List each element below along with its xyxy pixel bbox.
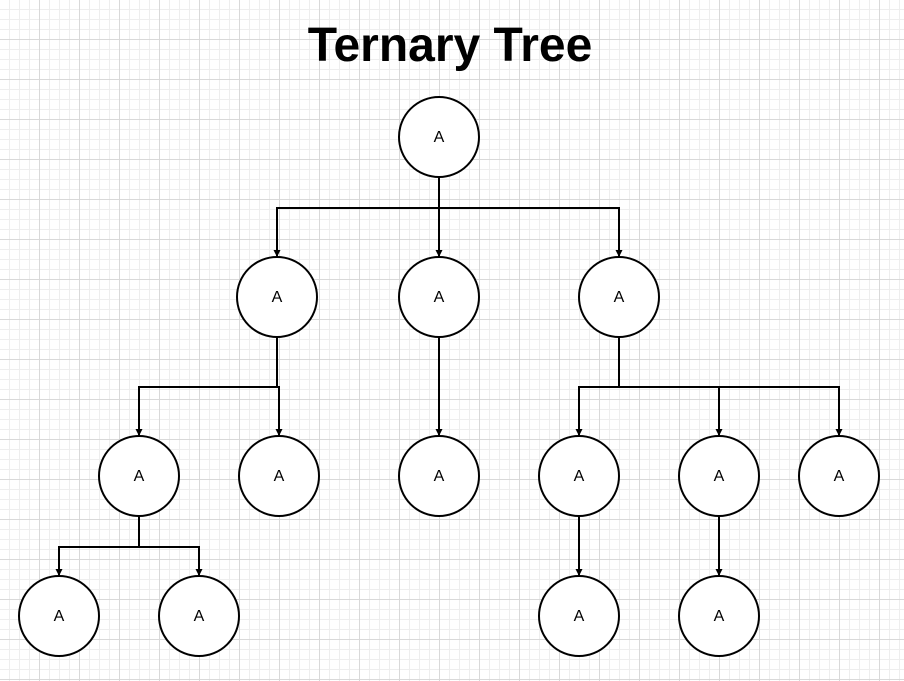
node-circle xyxy=(578,256,660,338)
edges-layer xyxy=(55,177,843,576)
node-label: A xyxy=(574,468,585,485)
edge-group-l2-a xyxy=(55,516,203,576)
node-label: A xyxy=(134,468,145,485)
node-label: A xyxy=(434,289,445,306)
tree-node-l2-b: A xyxy=(238,435,320,517)
node-circle xyxy=(98,435,180,517)
tree-node-l1-middle: A xyxy=(398,256,480,338)
node-label: A xyxy=(574,608,585,625)
edge-group-l1-left xyxy=(135,337,283,436)
node-circle xyxy=(398,256,480,338)
node-label: A xyxy=(54,608,65,625)
tree-node-l1-left: A xyxy=(236,256,318,338)
tree-node-root: A xyxy=(398,96,480,178)
node-label: A xyxy=(194,608,205,625)
node-label: A xyxy=(714,468,725,485)
nodes-layer: A A A A A A A A A A A A A A xyxy=(18,96,880,657)
tree-node-l2-e: A xyxy=(678,435,760,517)
node-label: A xyxy=(834,468,845,485)
node-label: A xyxy=(434,129,445,146)
edge-group-l1-right xyxy=(575,337,843,436)
node-circle xyxy=(678,435,760,517)
node-label: A xyxy=(434,468,445,485)
tree-node-l3-a: A xyxy=(18,575,100,657)
tree-node-l1-right: A xyxy=(578,256,660,338)
node-circle xyxy=(238,435,320,517)
node-label: A xyxy=(274,468,285,485)
tree-node-l3-c: A xyxy=(538,575,620,657)
node-circle xyxy=(538,575,620,657)
diagram-title: Ternary Tree xyxy=(307,19,593,72)
tree-node-l2-a: A xyxy=(98,435,180,517)
node-circle xyxy=(158,575,240,657)
tree-node-l2-d: A xyxy=(538,435,620,517)
node-circle xyxy=(678,575,760,657)
node-label: A xyxy=(614,289,625,306)
node-circle xyxy=(398,435,480,517)
tree-node-l2-f: A xyxy=(798,435,880,517)
node-circle xyxy=(236,256,318,338)
node-label: A xyxy=(272,289,283,306)
tree-node-l3-b: A xyxy=(158,575,240,657)
edge-group-root xyxy=(273,177,623,257)
node-circle xyxy=(398,96,480,178)
node-circle xyxy=(538,435,620,517)
node-circle xyxy=(798,435,880,517)
tree-node-l3-d: A xyxy=(678,575,760,657)
tree-node-l2-c: A xyxy=(398,435,480,517)
node-label: A xyxy=(714,608,725,625)
node-circle xyxy=(18,575,100,657)
